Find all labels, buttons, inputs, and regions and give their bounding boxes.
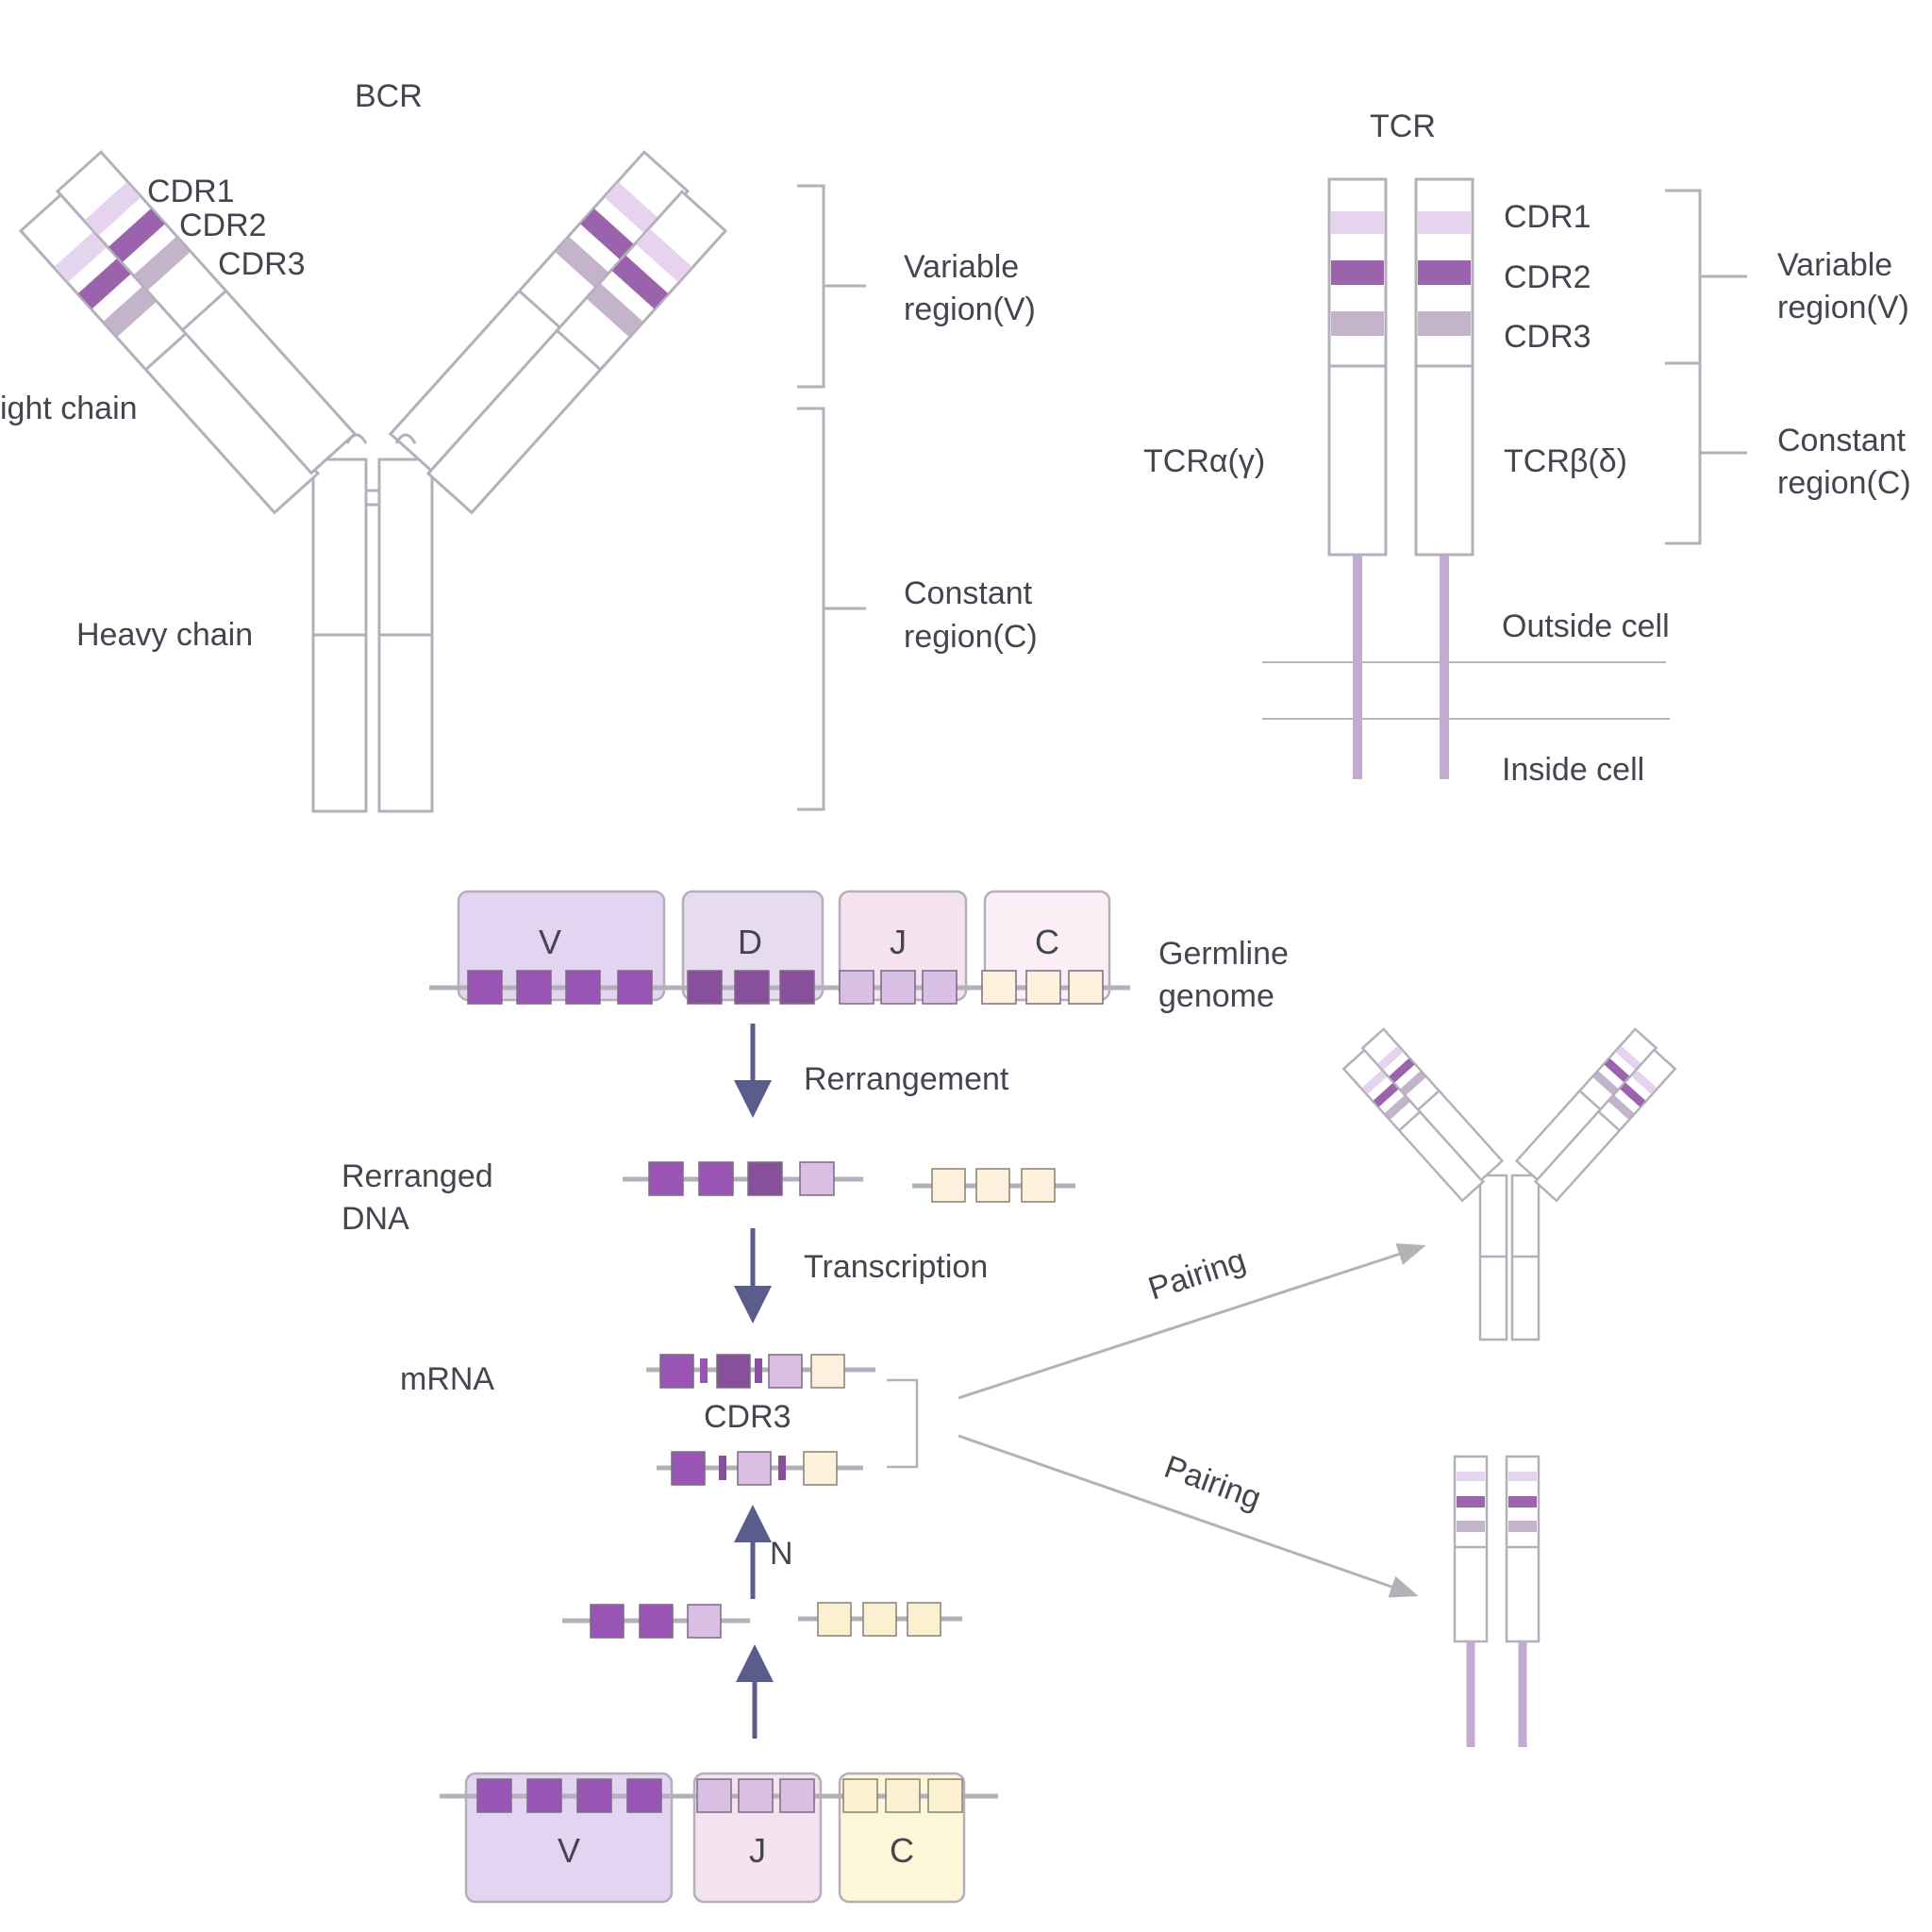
tcr-cdr1-band <box>1331 211 1384 234</box>
mrna-label: mRNA <box>400 1361 494 1397</box>
bcr-structure <box>18 150 866 813</box>
mrna-cdr3-label: CDR3 <box>704 1399 791 1435</box>
mrna-strands <box>646 1354 875 1486</box>
tcr-cdr2-band <box>1331 260 1384 285</box>
tcr-cdr2-label: CDR2 <box>1504 259 1591 295</box>
bcr-light-chain-right <box>425 190 728 515</box>
bottom-label-j: J <box>749 1831 766 1870</box>
bcr-light-chain-label: ight chain <box>0 391 138 426</box>
tcr-cdr3-band <box>1331 311 1384 336</box>
n-label: N <box>770 1536 793 1572</box>
rearranged-dna <box>623 1161 1075 1203</box>
transcription-label: Transcription <box>804 1249 988 1285</box>
bcr-cdr1-band <box>54 228 110 282</box>
lower-dna <box>562 1602 962 1639</box>
segment-label-c: C <box>1035 923 1059 961</box>
bcr-cdr1-label: CDR1 <box>147 174 235 209</box>
small-bcr <box>1341 1027 1677 1341</box>
bcr-cdr2-band <box>77 255 135 309</box>
tcr-constant-bracket <box>1665 361 1747 545</box>
bcr-labels: BCR CDR1 CDR2 CDR3 ight chain Heavy chai… <box>0 78 1038 655</box>
bottom-label-c: C <box>890 1831 914 1870</box>
bcr-variable-bracket <box>797 184 866 389</box>
pairing-label-lower: Pairing <box>1159 1449 1265 1517</box>
bcr-cdr2-label: CDR2 <box>179 208 267 243</box>
segment-label-v: V <box>539 923 561 961</box>
bcr-heavy-chain-label: Heavy chain <box>76 617 253 653</box>
tcr-structure <box>1262 177 1747 779</box>
pairing-label-upper: Pairing <box>1144 1242 1250 1307</box>
bottom-label-v: V <box>558 1831 580 1870</box>
bcr-cdr3-label: CDR3 <box>218 246 306 282</box>
pairing-arrow-upper <box>958 1243 1426 1400</box>
tcr-constant-label-1: Constant <box>1777 423 1907 458</box>
tcr-variable-label-2: region(V) <box>1777 290 1909 325</box>
germline-bottom <box>440 1772 998 1904</box>
bcr-cdr3-band <box>103 283 160 337</box>
tcr-alpha-label: TCRα(γ) <box>1143 443 1265 479</box>
tcr-title: TCR <box>1370 108 1436 144</box>
bcr-constant-label-2: region(C) <box>904 619 1038 655</box>
segment-label-d: D <box>738 923 762 961</box>
germline-label-2: genome <box>1158 978 1274 1014</box>
mrna-bracket <box>887 1378 919 1469</box>
tcr-beta-label: TCRβ(δ) <box>1504 443 1627 479</box>
segment-box-v <box>457 890 666 1002</box>
bcr-variable-label-1: Variable <box>904 249 1019 285</box>
tcr-variable-label-1: Variable <box>1777 247 1892 283</box>
bottom-box-v <box>464 1772 674 1904</box>
rearranged-label-2: DNA <box>341 1201 409 1237</box>
tcr-cdr1-label: CDR1 <box>1504 199 1591 235</box>
rearranged-label-1: Rerranged <box>341 1158 493 1194</box>
rearrangement-label: Rerrangement <box>804 1061 1009 1097</box>
bcr-variable-label-2: region(V) <box>904 291 1036 327</box>
germline-top <box>429 890 1130 1005</box>
bcr-constant-bracket <box>797 407 866 811</box>
small-tcr <box>1453 1455 1541 1747</box>
bcr-constant-label-1: Constant <box>904 575 1033 611</box>
germline-label-1: Germline <box>1158 936 1289 972</box>
outside-cell-label: Outside cell <box>1502 608 1670 644</box>
segment-label-j: J <box>890 923 907 961</box>
inside-cell-label: Inside cell <box>1502 752 1644 788</box>
tcr-variable-bracket <box>1665 189 1747 365</box>
tcr-cdr3-label: CDR3 <box>1504 319 1591 355</box>
tcr-constant-label-2: region(C) <box>1777 465 1911 501</box>
tcr-labels: TCR CDR1 CDR2 CDR3 TCRα(γ) TCRβ(δ) Varia… <box>1143 108 1911 788</box>
bcr-title: BCR <box>355 78 423 114</box>
pairing-arrow-lower <box>958 1434 1419 1598</box>
